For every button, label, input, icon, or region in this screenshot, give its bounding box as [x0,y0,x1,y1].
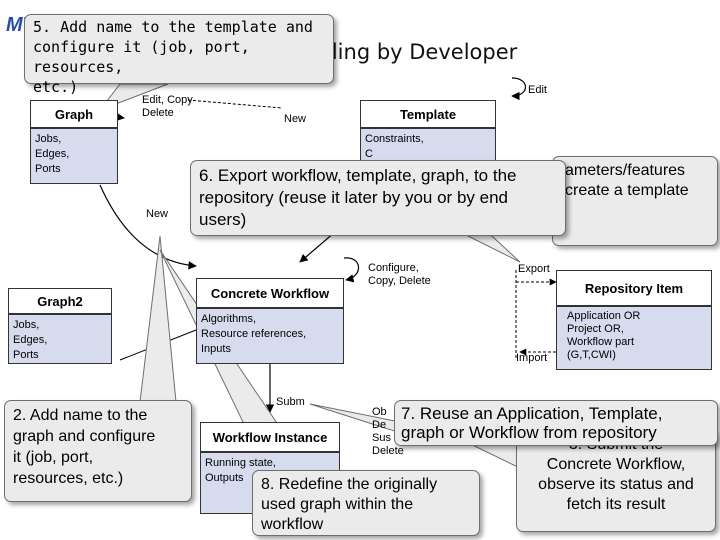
graph2-box-body: Jobs, Edges, Ports [8,314,112,364]
callout-step-6: 6. Export workflow, template, graph, to … [190,160,566,236]
configure-loop-arrow [343,257,360,283]
edit-copy-line: Edit, Copy [142,94,193,106]
new-label-left: New [146,208,169,220]
callout-step-2: 2. Add name to the graph and configure i… [4,400,192,502]
configure-label: Configure, Copy, Delete [368,262,431,288]
graph-body-line: Edges, [35,148,70,160]
export-label: Export [518,263,550,275]
graph-box-body: Jobs, Edges, Ports [30,128,118,184]
callout-line: workflow [261,516,324,533]
edit-copy-label: Edit, Copy Delete [142,94,193,120]
concrete-body-line: Resource references, [201,328,307,340]
callout-line: resources, etc.) [13,470,124,487]
callout-line: etc.) [33,78,79,96]
graph2-body-line: Edges, [13,334,48,346]
graph2-box-header: Graph2 [8,288,112,314]
import-label: Import [516,352,548,364]
observe-line: Delete [372,445,404,457]
callout-line: 6. Export workflow, template, graph, to … [199,166,517,185]
edit-label: Edit [528,84,547,96]
callout-step-5: 5. Add name to the template and configur… [24,14,334,96]
callout-line: create a template [565,182,689,199]
repository-item-box-header: Repository Item [556,270,712,306]
template-body-line: C [365,148,373,160]
observe-line: Ob [372,406,387,418]
template-box-header: Template [360,100,496,128]
callout-line: repository (reuse it later by you or by … [199,188,508,207]
concrete-body-line: Inputs [201,343,231,355]
callout-step-8: 8. Redefine the originally used graph wi… [252,470,480,536]
repository-body-line: Application OR [567,310,641,322]
callout-step-7: 7. Reuse an Application, Template, graph… [394,400,718,446]
edit-loop-arrow [511,77,527,101]
workflow-instance-box-header: Workflow Instance [200,422,340,452]
callout-line: graph and configure [13,428,156,445]
instance-body-line: Running state, [205,457,276,469]
observe-line: De [372,419,387,431]
graph-box-header: Graph [30,100,118,128]
graph-to-template-arrow [187,99,283,109]
graph2-body-line: Ports [13,349,39,361]
template-body-line: Constraints, [365,133,424,145]
callout-line: users) [199,210,247,229]
concrete-body-line: Algorithms, [201,313,257,325]
callout-line: used graph within the [261,496,414,513]
callout-line: fetch its result [566,496,666,513]
callout-line: graph or Workflow from repository [401,423,657,442]
graph-body-line: Ports [35,163,61,175]
edit-copy-line: Delete [142,107,174,119]
callout-line: configure it (job, port, resources, [33,38,250,76]
callout-parameters-features: ameters/features create a template [552,156,718,246]
repository-body-line: (G,T,CWI) [567,349,616,361]
configure-line: Copy, Delete [368,275,431,287]
callout-line: it (job, port, [13,449,94,466]
callout-line: 5. Add name to the template and [33,18,313,36]
observe-label: Ob De Sus Delete [372,406,404,458]
graph-body-line: Jobs, [35,133,62,145]
repository-item-box-body: Application OR Project OR, Workflow part… [556,306,712,370]
configure-line: Configure, [368,262,419,274]
callout-line: ameters/features [565,162,686,179]
callout-line: observe its status and [538,476,694,493]
callout-line: Concrete Workflow, [546,456,686,473]
concrete-workflow-box-body: Algorithms, Resource references, Inputs [196,308,344,364]
graph-to-concrete-arrow [99,184,197,270]
observe-line: Sus [372,432,391,444]
concrete-workflow-box-header: Concrete Workflow [196,278,344,308]
callout-line: 8. Redefine the originally [261,476,438,493]
repository-body-line: Project OR, [567,323,624,335]
callout-line: 7. Reuse an Application, Template, [401,404,663,423]
new-label-top: New [284,113,307,125]
submit-label: Subm [276,396,305,408]
callout-line: 2. Add name to the [13,407,148,424]
instance-body-line: Outputs [205,472,244,484]
graph2-body-line: Jobs, [13,319,40,331]
page-title: lling by Developer [326,40,518,64]
repository-body-line: Workflow part [567,336,635,348]
